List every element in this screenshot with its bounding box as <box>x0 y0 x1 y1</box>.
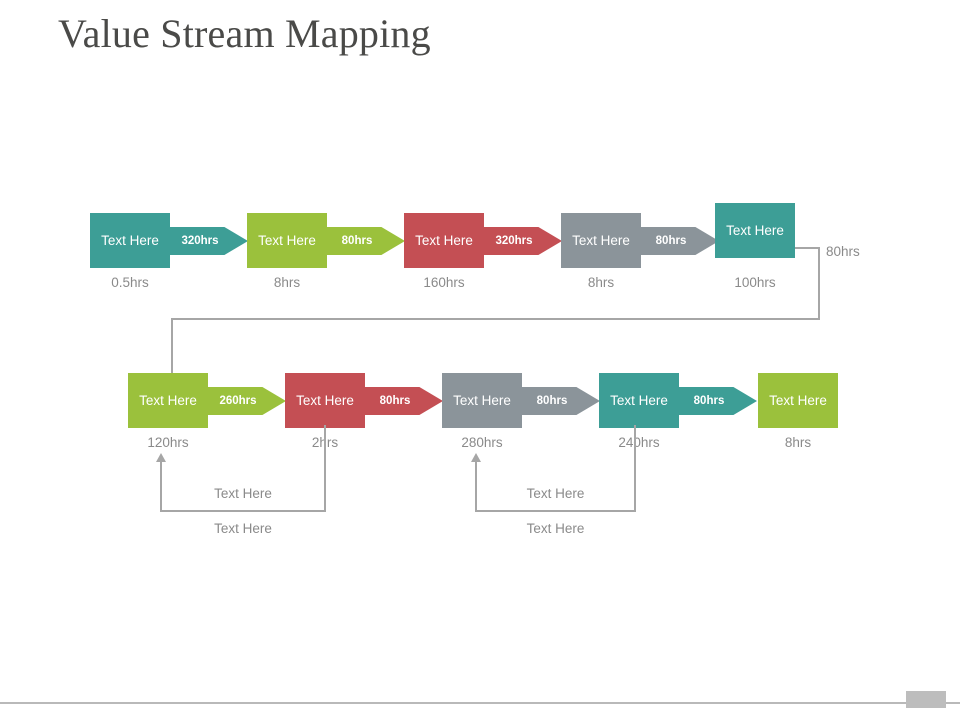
footer-divider <box>0 702 960 704</box>
arrow-up-icon <box>156 453 166 462</box>
bracket-right: Text Here Text Here <box>471 425 636 536</box>
step-box <box>247 213 327 268</box>
step-box <box>442 373 522 428</box>
footer-chip <box>906 691 946 708</box>
step-box <box>128 373 208 428</box>
bracket-below-label: Text Here <box>214 521 272 536</box>
bracket-inner-label: Text Here <box>214 486 272 501</box>
step-label: Text Here <box>258 233 316 248</box>
step-label: Text Here <box>453 393 511 408</box>
bracket-leg-right <box>634 425 636 512</box>
step-box <box>285 373 365 428</box>
step-box <box>561 213 641 268</box>
bracket-leg-left <box>475 461 477 512</box>
step-duration-label: 0.5hrs <box>111 275 149 290</box>
step-arrow-label: 80hrs <box>693 395 725 407</box>
connector-segment-v-right <box>818 247 820 320</box>
step-label: Text Here <box>726 223 784 238</box>
step-box <box>404 213 484 268</box>
connector-segment-h-mid <box>171 318 820 320</box>
step-duration-label: 120hrs <box>147 435 189 450</box>
step-duration-label: 8hrs <box>273 275 301 290</box>
step-duration-label: 240hrs <box>618 435 660 450</box>
step-duration-label: 8hrs <box>587 275 615 290</box>
step-label: Text Here <box>769 393 827 408</box>
bracket-base <box>160 510 326 512</box>
connector-segment-h-top <box>795 247 820 249</box>
step-duration-label: 280hrs <box>461 435 503 450</box>
step-box <box>90 213 170 268</box>
page-title: Value Stream Mapping <box>58 11 431 56</box>
bracket-leg-left <box>160 461 162 512</box>
step-label: Text Here <box>139 393 197 408</box>
step-box <box>758 373 838 428</box>
step-label: Text Here <box>101 233 159 248</box>
step-duration-label: 160hrs <box>423 275 465 290</box>
step-label: Text Here <box>572 233 630 248</box>
step-box <box>599 373 679 428</box>
step-arrow-label: 80hrs <box>341 235 373 247</box>
connector-duration-label: 80hrs <box>826 244 860 259</box>
step-duration-label: 8hrs <box>784 435 812 450</box>
step-arrow-label: 80hrs <box>379 395 411 407</box>
bracket-leg-right <box>324 425 326 512</box>
step-box <box>715 203 795 258</box>
bracket-base <box>475 510 636 512</box>
step-arrow-label: 320hrs <box>495 235 533 247</box>
bracket-below-label: Text Here <box>526 521 585 536</box>
step-arrow-label: 260hrs <box>219 395 257 407</box>
step-arrow-label: 80hrs <box>536 395 568 407</box>
step-arrow-label: 80hrs <box>655 235 687 247</box>
step-label: Text Here <box>415 233 473 248</box>
step-duration-label: 100hrs <box>734 275 776 290</box>
bracket-inner-label: Text Here <box>526 486 585 501</box>
step-arrow-label: 320hrs <box>181 235 219 247</box>
connector-segment-v-left <box>171 318 173 375</box>
arrow-up-icon <box>471 453 481 462</box>
bracket-left: Text Here Text Here <box>156 425 326 536</box>
step-label: Text Here <box>610 393 668 408</box>
step-label: Text Here <box>296 393 354 408</box>
